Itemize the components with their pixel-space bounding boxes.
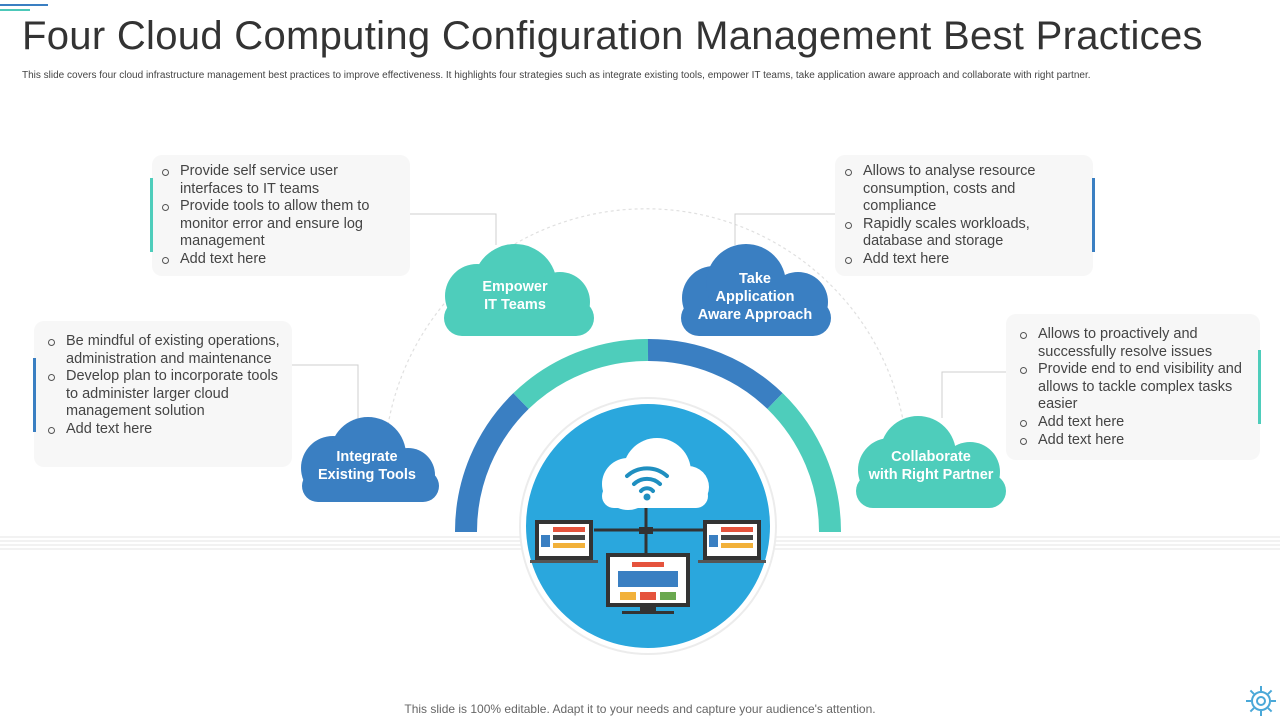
left-laptop-icon (530, 520, 598, 563)
wifi-icon (625, 466, 669, 493)
footer-note: This slide is 100% editable. Adapt it to… (404, 702, 876, 716)
card-accent-bar (1258, 350, 1261, 424)
bullet: Develop plan to incorporate tools to adm… (48, 368, 282, 421)
practice-card-take-application-aware-approach: Allows to analyse resource consumption, … (835, 155, 1093, 276)
cloud-collaborate-with-right-partner (856, 416, 1006, 508)
card-accent-bar (33, 358, 36, 432)
gear-icon (1246, 686, 1276, 716)
center-circle (526, 404, 770, 648)
ring-segment-1 (454, 393, 529, 533)
bullet: Add text here (162, 251, 400, 269)
practice-label-take-application-aware-approach: Take Application Aware Approach (697, 271, 813, 323)
card-accent-bar (1092, 178, 1095, 252)
corner-accent (0, 0, 48, 12)
right-laptop-icon (698, 520, 766, 563)
page-subtitle: This slide covers four cloud infrastruct… (22, 70, 1091, 81)
practice-label-integrate-existing-tools: Integrate Existing Tools (317, 449, 417, 483)
bullet: Be mindful of existing operations, admin… (48, 333, 282, 368)
ring-segment-4 (767, 393, 842, 533)
cloud-network-illustration (530, 438, 766, 614)
guide-arc (387, 208, 904, 426)
bullet: Add text here (48, 421, 282, 439)
card-accent-bar (150, 178, 153, 252)
half-ring (454, 338, 842, 533)
connectors (292, 213, 1006, 420)
practice-card-integrate-existing-tools: Be mindful of existing operations, admin… (34, 321, 292, 467)
practice-label-empower-it-teams: Empower IT Teams (482, 279, 548, 313)
page-title: Four Cloud Computing Configuration Manag… (22, 14, 1203, 58)
cloud-empower-it-teams (444, 244, 594, 336)
practice-label-collaborate-with-right-partner: Collaborate with Right Partner (868, 449, 994, 483)
bullet: Provide self service user interfaces to … (162, 163, 400, 198)
bullet: Provide end to end visibility and allows… (1020, 361, 1250, 414)
bullet: Provide tools to allow them to monitor e… (162, 198, 400, 251)
practice-card-empower-it-teams: Provide self service user interfaces to … (152, 155, 410, 276)
cloud-integrate-existing-tools (301, 417, 439, 502)
ring-segment-2 (513, 338, 649, 410)
cloud-take-application-aware-approach (681, 244, 831, 336)
bullet: Add text here (1020, 432, 1250, 450)
desktop-monitor-icon (606, 553, 690, 614)
bullet: Add text here (845, 251, 1083, 269)
bullet: Rapidly scales workloads, database and s… (845, 216, 1083, 251)
bullet: Allows to proactively and successfully r… (1020, 326, 1250, 361)
bullet: Allows to analyse resource consumption, … (845, 163, 1083, 216)
practice-card-collaborate-with-right-partner: Allows to proactively and successfully r… (1006, 314, 1260, 460)
ring-segment-3 (647, 338, 783, 410)
bullet: Add text here (1020, 414, 1250, 432)
